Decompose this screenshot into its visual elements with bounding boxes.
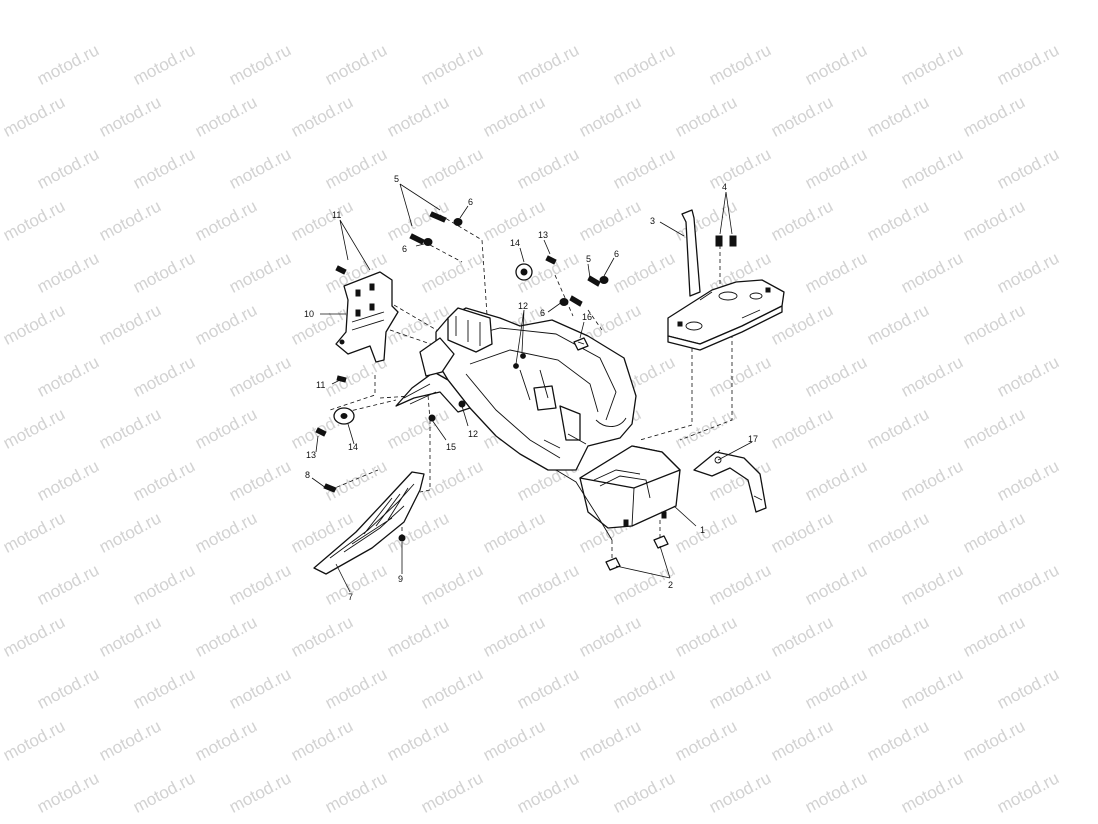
callout-labels: 1 2 3 4 5 5 6 6 6 6 7 8 9 10 11 11 12 12…: [304, 174, 758, 602]
callout-3: 3: [650, 216, 655, 226]
callout-2: 2: [668, 580, 673, 590]
callout-13-bottom: 13: [306, 450, 316, 460]
callout-15: 15: [446, 442, 456, 452]
callout-11-mid: 11: [316, 380, 325, 390]
callout-13-top: 13: [538, 230, 548, 240]
callout-6-left: 6: [402, 244, 407, 254]
callout-16: 16: [582, 312, 592, 322]
callout-14-top: 14: [510, 238, 520, 248]
rear-fender-main-body-part: [395, 307, 681, 541]
callout-8: 8: [305, 470, 310, 480]
leader-lines: [311, 183, 753, 593]
battery-bracket-part: [667, 209, 785, 351]
callout-5-top: 5: [394, 174, 399, 184]
callout-14-bottom: 14: [348, 442, 358, 452]
callout-6-top: 6: [468, 197, 473, 207]
callout-6-right: 6: [614, 249, 619, 259]
callout-7: 7: [348, 592, 353, 602]
callout-17: 17: [748, 434, 758, 444]
callout-9: 9: [398, 574, 403, 584]
callout-11-top: 11: [332, 210, 341, 220]
callout-12-top: 12: [518, 301, 528, 311]
callout-1: 1: [700, 525, 705, 535]
callout-12-bottom: 12: [468, 429, 478, 439]
rubber-washer-part: [333, 263, 533, 425]
callout-6-mid: 6: [540, 308, 545, 318]
callout-10: 10: [304, 309, 314, 319]
callout-4: 4: [722, 182, 727, 192]
clip-nut-part: [573, 337, 589, 351]
license-plate-bracket-part: [335, 271, 399, 363]
fasteners: [315, 211, 737, 571]
battery-strap-part: [693, 451, 767, 513]
callout-5-right: 5: [586, 254, 591, 264]
mud-flap-part: [313, 471, 425, 575]
